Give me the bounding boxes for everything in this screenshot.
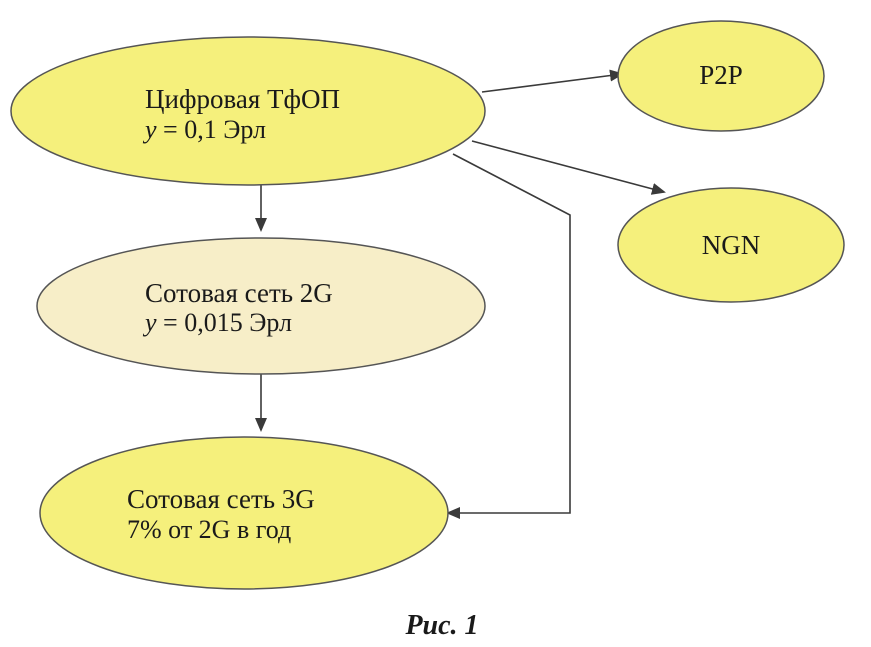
node-cellular-3g-growth: 7% от 2G в год [127, 515, 291, 544]
node-cellular-2g-value: = 0,015 Эрл [157, 308, 292, 337]
node-pstn: Цифровая ТфОП y = 0,1 Эрл [10, 36, 486, 186]
figure-caption: Рис. 1 [404, 610, 478, 641]
node-pstn-var: y [142, 115, 157, 144]
node-ngn: NGN [617, 187, 845, 303]
node-ngn-label: NGN [702, 230, 761, 260]
edge-pstn-to-3g [446, 153, 571, 519]
node-cellular-3g-title: Сотовая сеть 3G [127, 484, 315, 514]
node-p2p: P2P [617, 20, 825, 132]
node-pstn-metric: y = 0,1 Эрл [142, 115, 266, 144]
node-cellular-2g-shape [36, 237, 486, 375]
node-pstn-title: Цифровая ТфОП [145, 84, 340, 114]
node-cellular-3g-shape [39, 436, 449, 590]
node-p2p-label: P2P [699, 60, 743, 90]
node-cellular-2g-title: Сотовая сеть 2G [145, 278, 333, 308]
node-cellular-2g-metric: y = 0,015 Эрл [142, 308, 292, 337]
edge-pstn-to-p2p [481, 69, 624, 93]
node-cellular-3g: Сотовая сеть 3G 7% от 2G в год [39, 436, 449, 590]
node-pstn-shape [10, 36, 486, 186]
edge-pstn-to-ngn [471, 140, 666, 195]
node-ngn-shape [617, 187, 845, 303]
node-cellular-2g: Сотовая сеть 2G y = 0,015 Эрл [36, 237, 486, 375]
node-cellular-2g-var: y [142, 308, 157, 337]
node-pstn-value: = 0,1 Эрл [157, 115, 266, 144]
node-p2p-shape [617, 20, 825, 132]
